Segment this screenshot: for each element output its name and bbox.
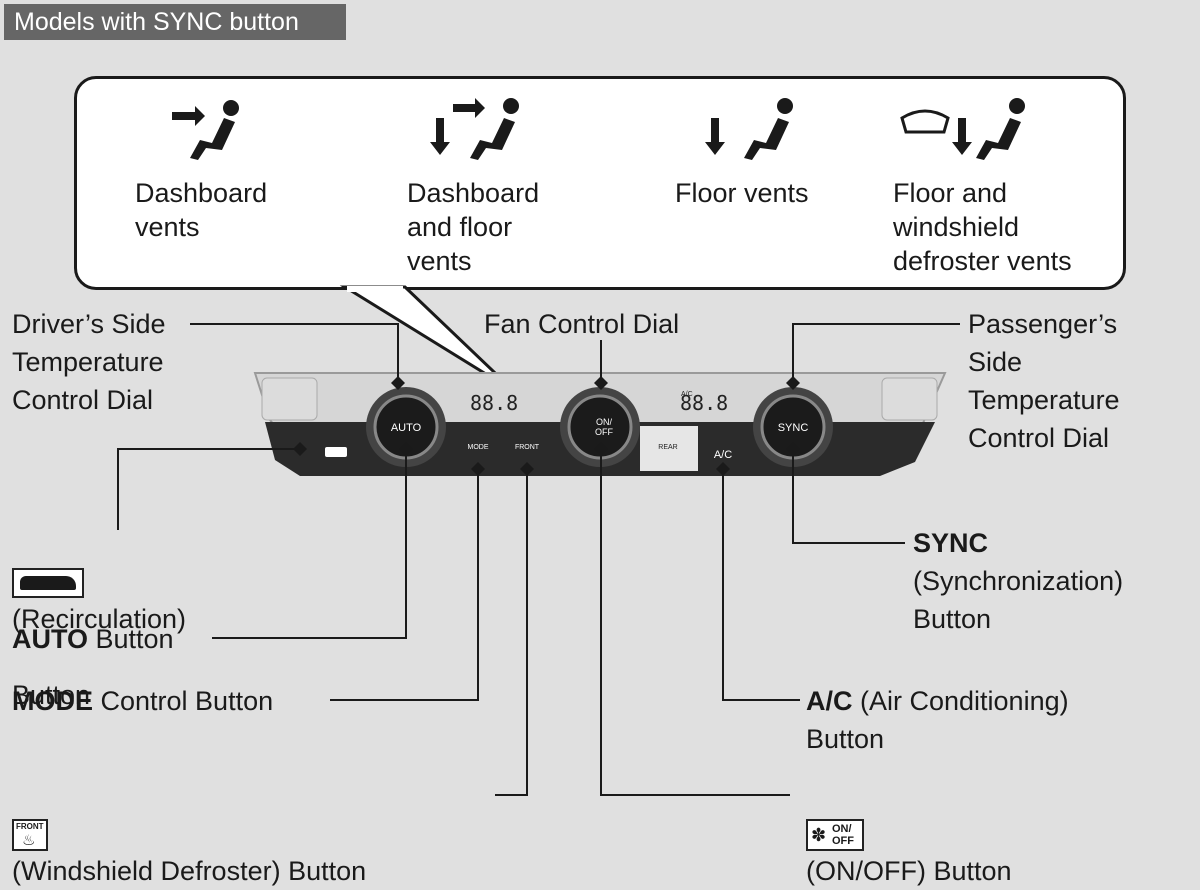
front-defrost-icon: FRONT ♨	[12, 818, 48, 851]
fan-dial-label: Fan Control Dial	[484, 309, 680, 339]
svg-text:A/C: A/C	[714, 449, 732, 461]
control-panel-diagram: AUTO ON/ OFF SYNC 88.8 88.8 A/C MODE FRO…	[117, 98, 1025, 796]
svg-text:MODE: MODE	[468, 444, 489, 451]
onoff-text: (ON/OFF) Button	[806, 856, 1012, 886]
sync-bold: SYNC	[913, 528, 989, 558]
auto-knob: AUTO	[366, 387, 446, 467]
vent-floor-windshield-label: Floor and windshield defroster vents	[893, 178, 1072, 276]
onoff-button-label: ✽ ON/ OFF (ON/OFF) Button	[806, 776, 1012, 890]
svg-text:OFF: OFF	[595, 427, 613, 437]
mode-button-label: MODE Control Button	[12, 682, 273, 720]
defrost-button-label: FRONT ♨ (Windshield Defroster) Button	[12, 776, 366, 890]
passenger-dial-label: Passenger’s Side Temperature Control Dia…	[968, 309, 1120, 453]
recirc-label: (Recirculation) Button	[12, 524, 186, 714]
fan-onoff-icon-text: ON/ OFF	[832, 822, 854, 847]
vent-dashboard-label: Dashboard vents	[135, 178, 268, 242]
svg-text:ON/: ON/	[596, 417, 613, 427]
recirculation-icon	[12, 567, 84, 598]
defrost-text: (Windshield Defroster) Button	[12, 856, 367, 886]
vent-dashboard-floor: Dashboard and floor vents	[407, 176, 539, 278]
sync-button-label: SYNC (Synchronization) Button	[913, 524, 1123, 638]
recirc-text2: Button	[12, 680, 91, 710]
vent-mode-callout	[74, 76, 1126, 290]
ac-text: (Air Conditioning)	[852, 686, 1069, 716]
vent-floor: Floor vents	[675, 176, 809, 210]
vent-dashboard: Dashboard vents	[135, 176, 267, 244]
auto-button-label: AUTO Button	[12, 620, 174, 658]
model-tag: Models with SYNC button	[4, 4, 346, 40]
sync-knob: SYNC	[753, 387, 833, 467]
floor-vent-icon	[705, 98, 793, 160]
svg-text:FRONT: FRONT	[515, 444, 540, 451]
recirc-text: (Recirculation)	[12, 604, 187, 634]
dashboard-vent-icon	[172, 100, 239, 160]
sync-text: (Synchronization) Button	[913, 566, 1124, 634]
driver-dial-label: Driver’s Side Temperature Control Dial	[12, 309, 166, 415]
vent-floor-label: Floor vents	[675, 178, 809, 208]
svg-text:REAR: REAR	[658, 444, 677, 451]
front-defrost-icon-text: FRONT	[16, 821, 44, 831]
display-right: 88.8	[680, 391, 728, 415]
mode-text: Control Button	[93, 686, 274, 716]
dashboard-floor-vent-icon	[430, 98, 519, 160]
floor-windshield-vent-icon	[900, 98, 1025, 160]
auto-bold: AUTO	[12, 624, 89, 654]
ac-button-label: A/C (Air Conditioning) Button	[806, 682, 1069, 758]
auto-text: Button	[88, 624, 174, 654]
rear-button-bg	[640, 426, 698, 471]
svg-text:A/C: A/C	[681, 391, 693, 398]
ac-text2: Button	[806, 724, 885, 754]
fan-onoff-icon: ✽ ON/ OFF	[806, 818, 864, 851]
ac-bold: A/C	[806, 686, 853, 716]
fan-knob: ON/ OFF	[560, 387, 640, 467]
svg-text:SYNC: SYNC	[778, 422, 809, 434]
vent-dashboard-floor-label: Dashboard and floor vents	[407, 178, 540, 276]
mode-bold: MODE	[12, 686, 93, 716]
vent-floor-windshield: Floor and windshield defroster vents	[893, 176, 1072, 278]
auto-knob-text: AUTO	[391, 422, 422, 434]
display-left: 88.8	[470, 391, 518, 415]
